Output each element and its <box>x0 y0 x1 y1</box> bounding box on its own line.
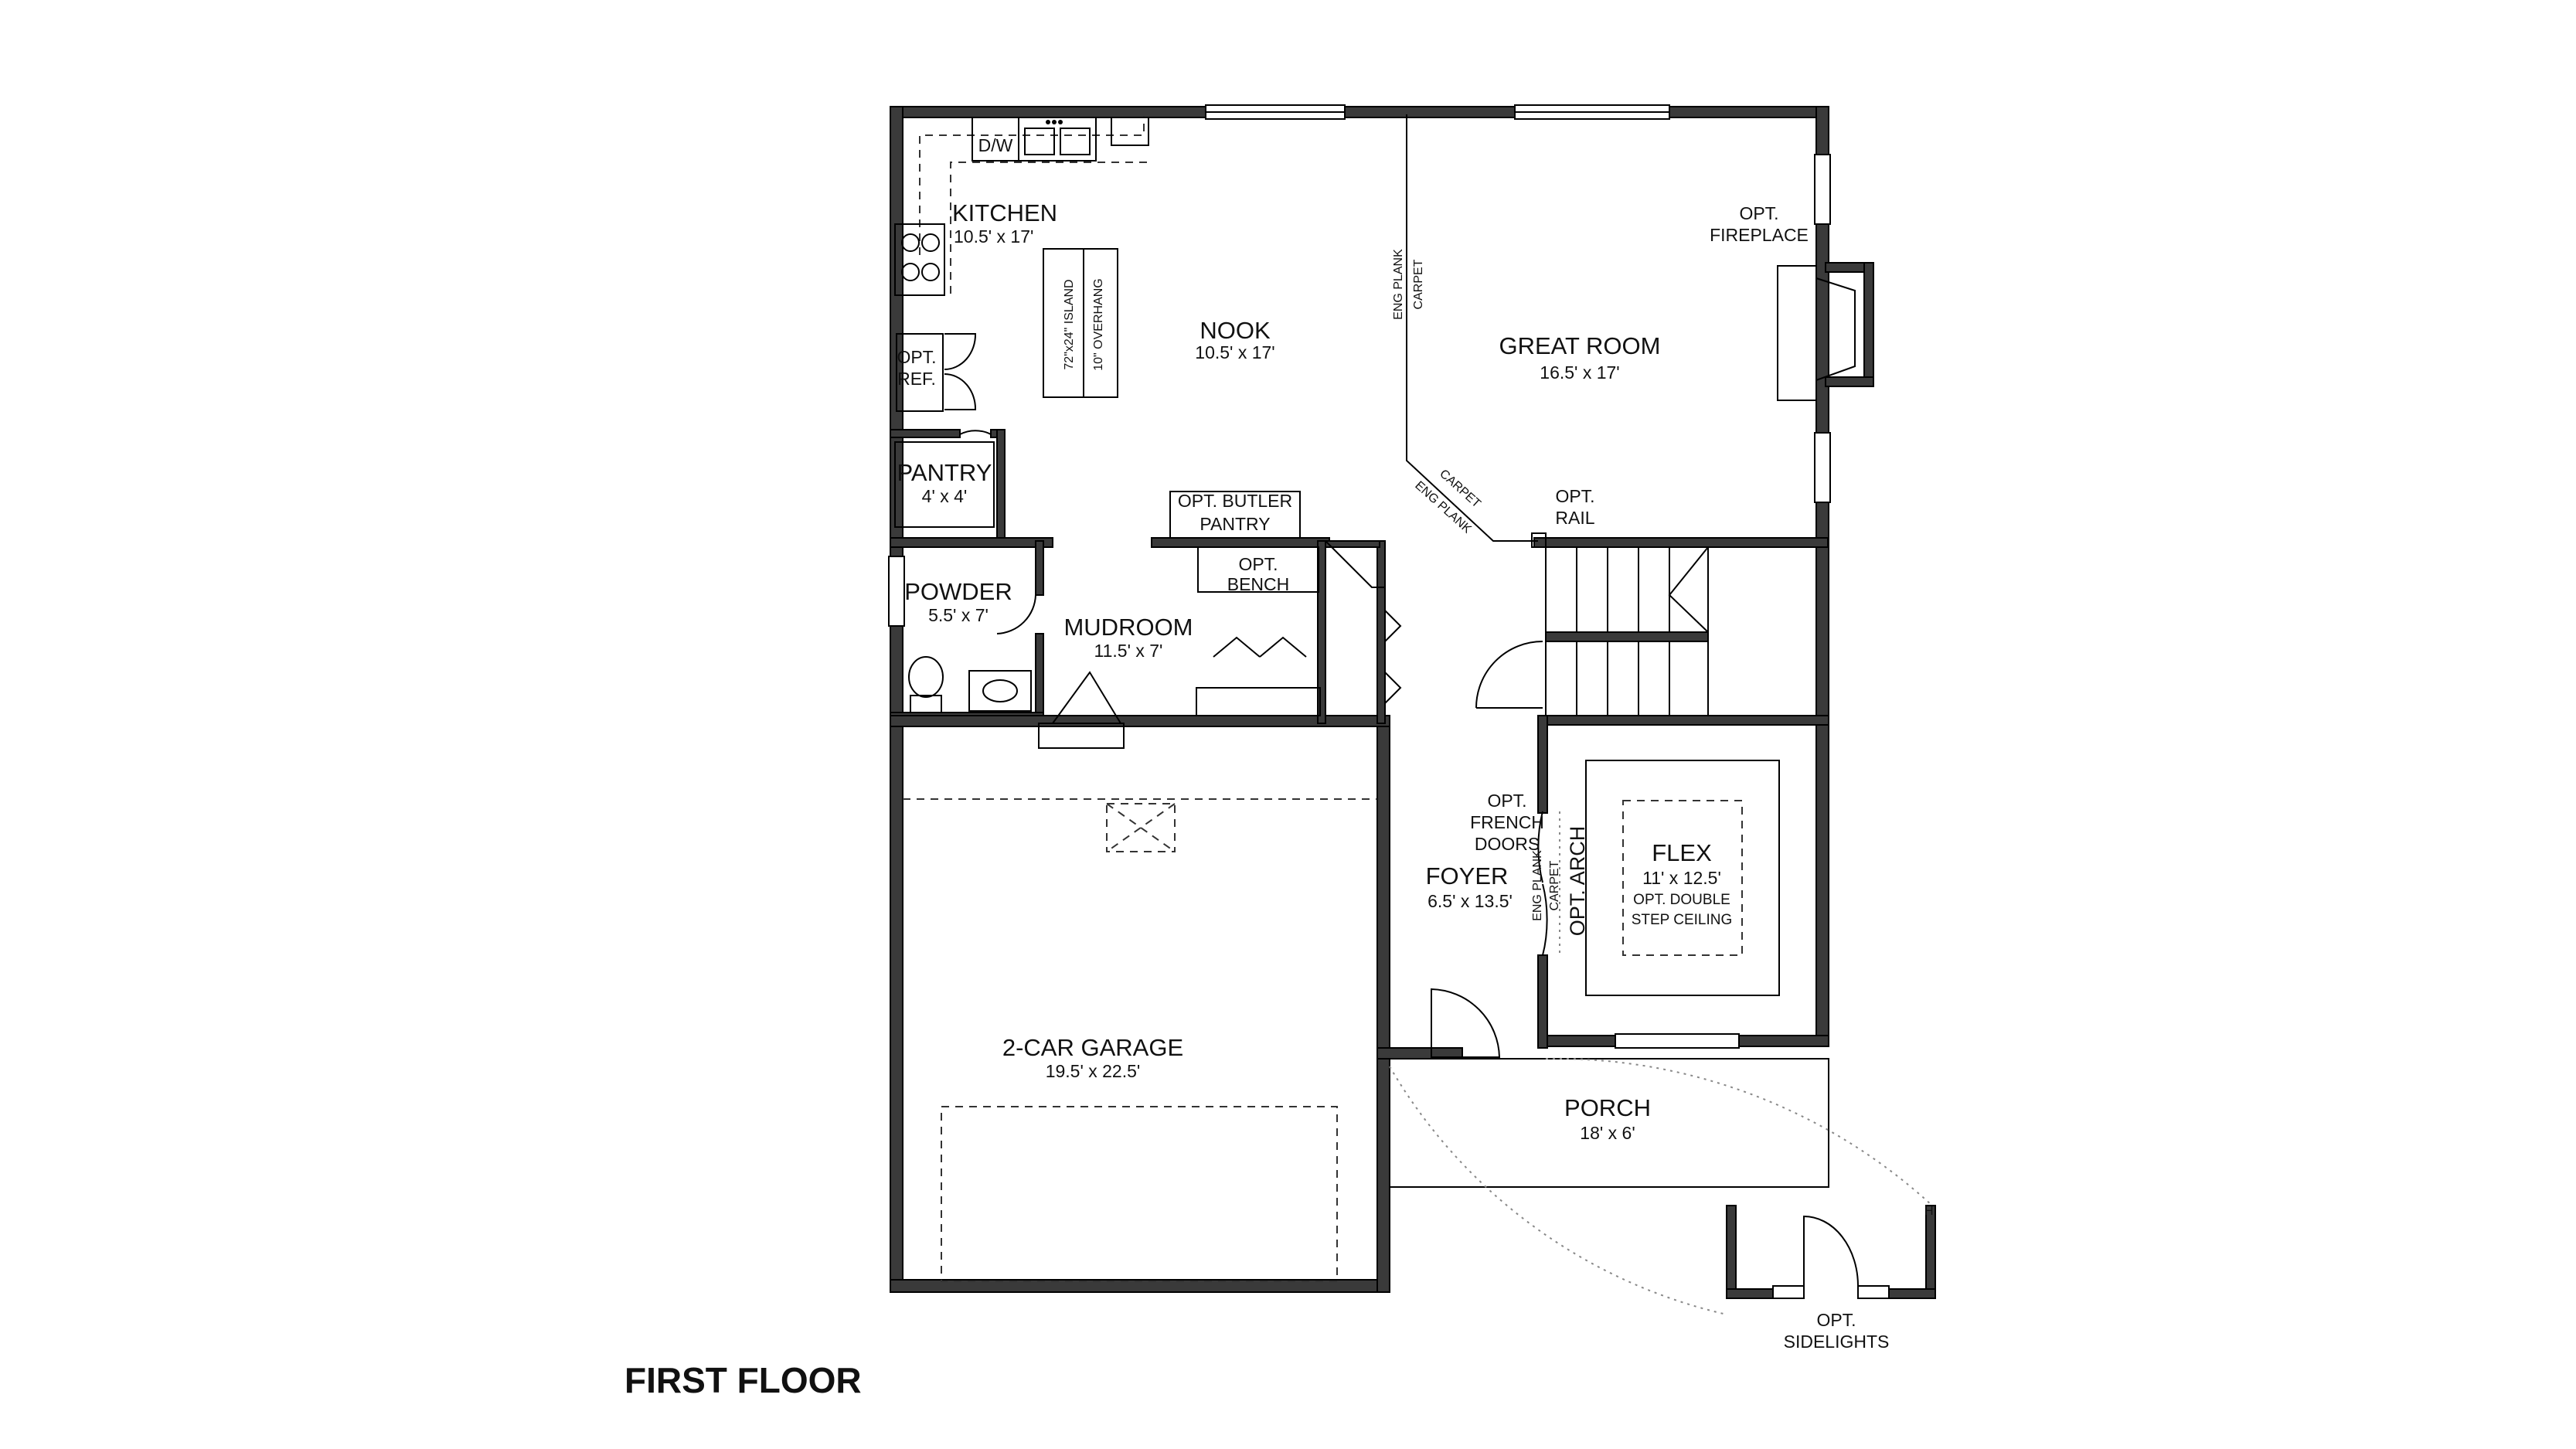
svg-text:FOYER: FOYER <box>1426 862 1509 889</box>
svg-text:18' x 6': 18' x 6' <box>1580 1123 1635 1143</box>
sidelights-note-2: SIDELIGHTS <box>1784 1332 1890 1352</box>
overhang-note: 10" OVERHANG <box>1092 278 1105 371</box>
room-label-nook: NOOK 10.5' x 17' <box>1195 317 1274 362</box>
svg-text:11.5' x 7': 11.5' x 7' <box>1094 641 1163 661</box>
kitchen-fixtures <box>894 116 1152 412</box>
fireplace-note-1: OPT. <box>1739 203 1778 223</box>
carpet-label-foyer: CARPET <box>1548 860 1561 910</box>
room-label-garage: 2-CAR GARAGE 19.5' x 22.5' <box>1002 1034 1183 1081</box>
exterior-walls <box>890 106 1874 1293</box>
flex-ceiling-note-2: STEP CEILING <box>1632 912 1733 928</box>
svg-text:6.5' x 13.5': 6.5' x 13.5' <box>1428 891 1513 911</box>
attic-access <box>1106 803 1176 852</box>
room-label-porch: PORCH 18' x 6' <box>1564 1094 1651 1143</box>
island-note: 72"x24" ISLAND <box>1063 279 1076 369</box>
bench <box>1197 546 1319 593</box>
room-label-pantry: PANTRY 4' x 4' <box>897 459 992 506</box>
flex-ceiling-note-1: OPT. DOUBLE <box>1633 892 1730 908</box>
sidelight-swing <box>1389 1066 1724 1315</box>
svg-text:5.5' x 7': 5.5' x 7' <box>928 605 989 625</box>
french-note-1: OPT. <box>1487 791 1526 811</box>
room-label-kitchen: KITCHEN 10.5' x 17' <box>952 199 1057 247</box>
room-label-mudroom: MUDROOM 11.5' x 7' <box>1063 614 1193 661</box>
sidelights-detail <box>1726 1205 1936 1299</box>
eng-plank-label-foyer: ENG PLANK <box>1531 850 1544 921</box>
room-label-powder: POWDER 5.5' x 7' <box>904 578 1012 625</box>
svg-text:KITCHEN: KITCHEN <box>952 199 1057 226</box>
stairs <box>1475 546 1709 716</box>
svg-text:19.5' x 22.5': 19.5' x 22.5' <box>1046 1061 1141 1081</box>
bench-note-2: BENCH <box>1227 574 1290 594</box>
svg-text:PORCH: PORCH <box>1564 1094 1651 1121</box>
ref-note-1: OPT. <box>897 347 936 367</box>
range <box>894 223 945 296</box>
svg-text:2-CAR GARAGE: 2-CAR GARAGE <box>1002 1034 1183 1061</box>
french-note-3: DOORS <box>1475 834 1540 854</box>
rail-note-2: RAIL <box>1555 508 1594 528</box>
front-door <box>1431 988 1501 1058</box>
garage-door <box>941 1106 1338 1282</box>
refrigerator <box>896 333 944 412</box>
flex-ceiling-inner <box>1622 800 1743 956</box>
mudroom-doors <box>1038 540 1402 749</box>
svg-text:PANTRY: PANTRY <box>897 459 992 486</box>
svg-text:GREAT ROOM: GREAT ROOM <box>1499 332 1661 359</box>
carpet-label: CARPET <box>1412 259 1425 309</box>
arch-note: OPT. ARCH <box>1566 826 1589 937</box>
room-label-foyer: FOYER 6.5' x 13.5' <box>1426 862 1513 911</box>
butler-pantry <box>1169 491 1301 539</box>
svg-text:10.5' x 17': 10.5' x 17' <box>954 226 1033 247</box>
sink <box>1018 117 1097 162</box>
ref-note-2: REF. <box>897 369 936 389</box>
interior-walls <box>890 429 1829 1049</box>
fireplace-hearth <box>1777 265 1817 401</box>
floor-transition-line <box>1406 114 1538 542</box>
svg-text:10.5' x 17': 10.5' x 17' <box>1195 342 1274 362</box>
svg-text:11' x 12.5': 11' x 12.5' <box>1642 868 1721 888</box>
dishwasher-label: D/W <box>978 135 1013 155</box>
svg-text:NOOK: NOOK <box>1200 317 1271 344</box>
french-note-2: FRENCH <box>1470 812 1544 832</box>
powder-fixtures <box>908 594 1036 713</box>
page-title: FIRST FLOOR <box>624 1360 862 1400</box>
svg-text:FLEX: FLEX <box>1652 839 1712 866</box>
svg-text:POWDER: POWDER <box>904 578 1012 605</box>
butler-note-2: PANTRY <box>1200 514 1270 534</box>
bench-note-1: OPT. <box>1238 554 1278 574</box>
butler-note-1: OPT. BUTLER <box>1178 491 1292 511</box>
rail-post <box>1531 532 1547 548</box>
island <box>1043 248 1118 398</box>
room-label-flex: FLEX 11' x 12.5' <box>1642 839 1721 888</box>
svg-text:16.5' x 17': 16.5' x 17' <box>1540 362 1619 383</box>
fireplace <box>1815 277 1856 382</box>
pantry-door <box>959 430 992 435</box>
sidelights-note-1: OPT. <box>1816 1310 1856 1330</box>
eng-plank-label: ENG PLANK <box>1392 249 1405 320</box>
h-note: H <box>1924 1205 1934 1218</box>
svg-text:MUDROOM: MUDROOM <box>1063 614 1193 641</box>
room-label-great-room: GREAT ROOM 16.5' x 17' <box>1499 332 1661 383</box>
flex-ceiling-outer <box>1585 760 1780 996</box>
porch-area <box>1389 1058 1829 1188</box>
rail-note-1: OPT. <box>1555 486 1594 506</box>
fireplace-note-2: FIREPLACE <box>1710 225 1809 245</box>
svg-text:4' x 4': 4' x 4' <box>922 486 968 506</box>
windows <box>888 104 1831 1049</box>
